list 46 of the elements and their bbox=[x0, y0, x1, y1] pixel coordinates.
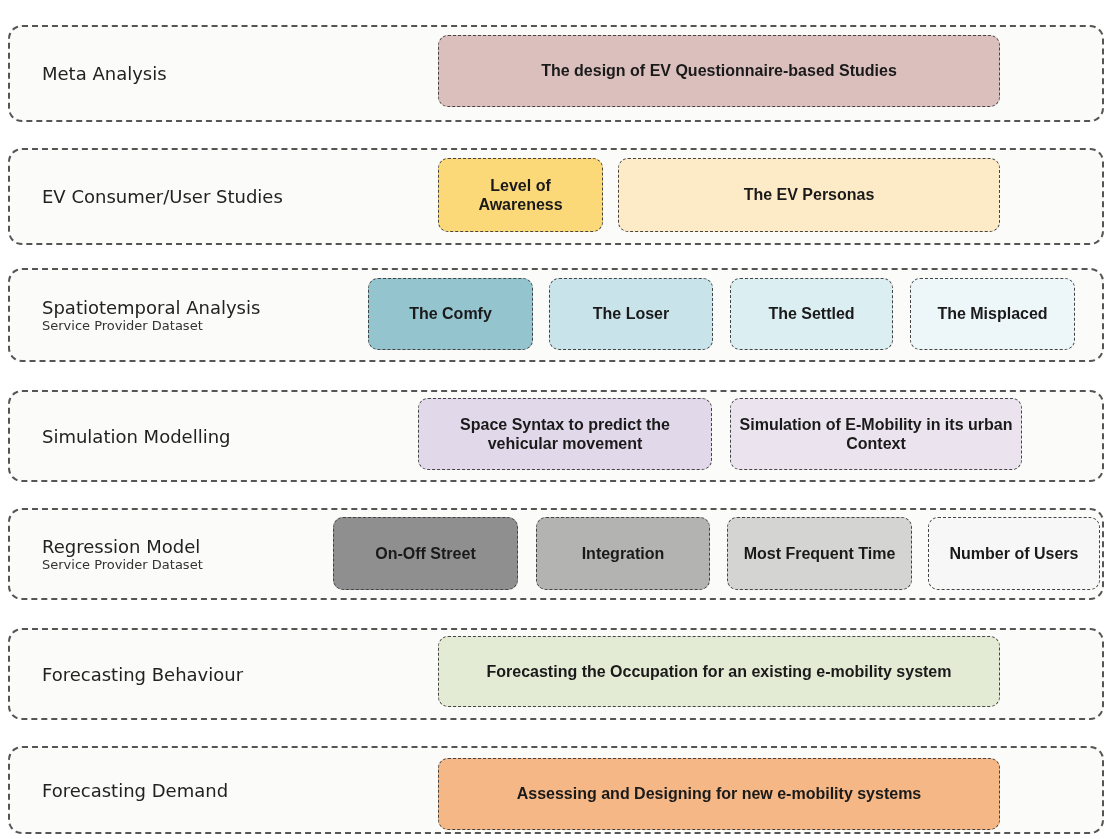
category-box bbox=[727, 517, 912, 590]
category-box bbox=[549, 278, 713, 350]
section-band bbox=[8, 390, 1104, 482]
box-label: The Comfy bbox=[409, 304, 492, 324]
section-band bbox=[8, 148, 1104, 245]
box-label: Assessing and Designing for new e-mobility systems bbox=[516, 784, 922, 804]
category-box bbox=[910, 278, 1075, 350]
section-title: EV Consumer/User Studies bbox=[42, 186, 283, 207]
section-subtitle: Service Provider Dataset bbox=[42, 557, 203, 572]
section-title: Simulation Modelling bbox=[42, 425, 231, 447]
category-box bbox=[928, 517, 1100, 590]
section-band bbox=[8, 508, 1104, 600]
section-title: Forecasting Behaviour bbox=[42, 663, 244, 685]
box-label: Number of Users bbox=[949, 543, 1079, 564]
category-box bbox=[438, 636, 1000, 707]
box-label: The Loser bbox=[592, 304, 670, 324]
section-title: Spatiotemporal Analysis bbox=[42, 297, 261, 318]
category-box bbox=[438, 758, 1000, 830]
category-box bbox=[418, 398, 712, 470]
section-title: Forecasting Demand bbox=[42, 779, 229, 801]
box-label: Space Syntax to predict the vehicular movement bbox=[459, 414, 671, 454]
box-label: The EV Personas bbox=[743, 185, 875, 205]
category-box bbox=[618, 158, 1000, 232]
section-band bbox=[8, 25, 1104, 122]
box-label: Integration bbox=[581, 543, 665, 564]
section-title: Regression Model bbox=[42, 536, 202, 557]
category-box bbox=[438, 35, 1000, 107]
category-box bbox=[438, 158, 603, 232]
box-label: Most Frequent Time bbox=[743, 543, 896, 564]
section-title: Meta Analysis bbox=[42, 63, 167, 84]
section-band bbox=[8, 746, 1104, 834]
category-box bbox=[333, 517, 518, 590]
category-box bbox=[730, 278, 893, 350]
box-label: The Misplaced bbox=[937, 304, 1048, 324]
box-label: The Settled bbox=[768, 304, 855, 324]
box-label: The design of EV Questionnaire-based Studies bbox=[541, 61, 897, 81]
box-label: Level of Awareness bbox=[477, 175, 564, 215]
category-box bbox=[536, 517, 710, 590]
box-label: On-Off Street bbox=[375, 543, 476, 564]
section-band bbox=[8, 628, 1104, 720]
section-band bbox=[8, 268, 1104, 362]
box-label: Forecasting the Occupation for an existing e-mobility system bbox=[486, 661, 952, 682]
box-label: Simulation of E-Mobility in its urban Context bbox=[739, 414, 1013, 454]
category-box bbox=[730, 398, 1022, 470]
category-box bbox=[368, 278, 533, 350]
section-subtitle: Service Provider Dataset bbox=[42, 318, 204, 333]
